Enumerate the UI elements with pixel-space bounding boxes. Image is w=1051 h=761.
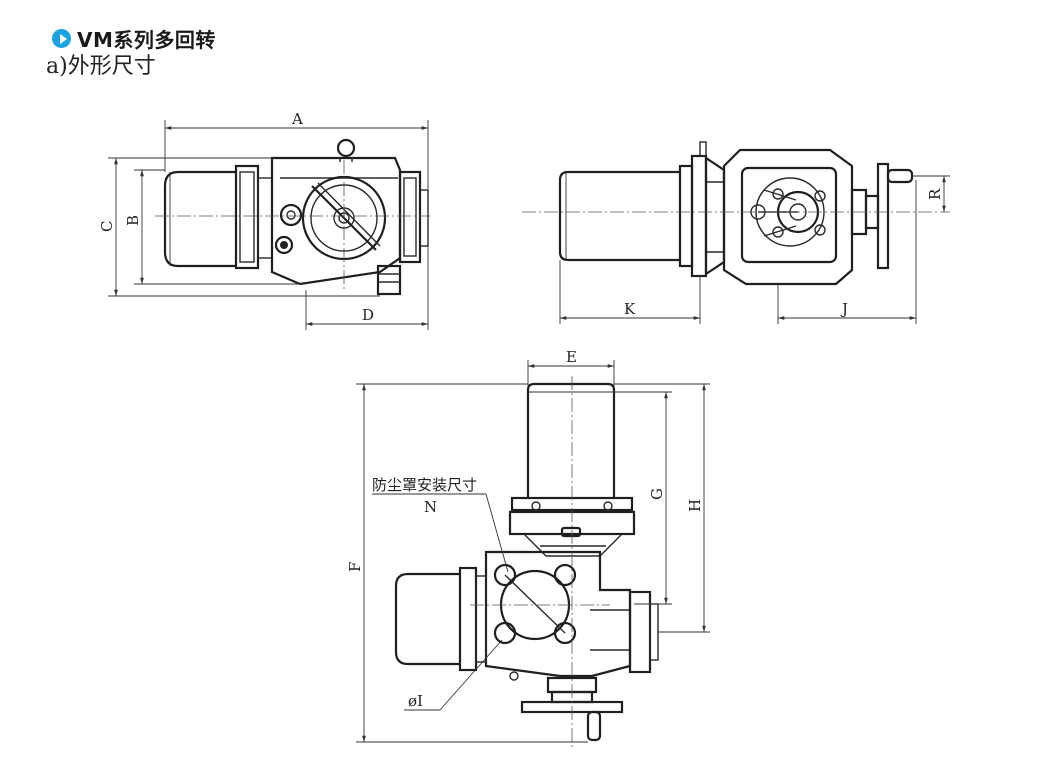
side-view — [522, 141, 950, 286]
dim-label-i: øI — [408, 692, 423, 710]
dimension-e: E — [527, 348, 615, 388]
dimension-f: F — [346, 383, 588, 743]
section-heading: VM系列多回转 — [52, 24, 216, 53]
dim-label-h: H — [686, 499, 704, 512]
dimension-d: D — [305, 246, 429, 330]
dust-cover-annotation: 防尘罩安装尺寸 N — [372, 476, 509, 573]
dimension-j: J — [777, 180, 917, 324]
dimension-b: B — [124, 169, 300, 285]
section-subtitle: a)外形尺寸 — [46, 54, 156, 79]
dimension-a: A — [164, 110, 429, 190]
dimension-g: G — [614, 391, 672, 605]
dim-label-f: F — [346, 562, 364, 572]
dust-cover-note: 防尘罩安装尺寸 — [372, 476, 477, 494]
dimension-r: R — [912, 175, 950, 212]
dimension-h: H — [614, 383, 710, 633]
dim-label-b: B — [124, 215, 142, 226]
dim-label-c: C — [98, 221, 116, 232]
dim-label-d: D — [362, 306, 374, 324]
dim-label-n: N — [424, 498, 437, 516]
top-view — [394, 376, 659, 750]
section-title: VM系列多回转 — [77, 28, 216, 52]
dimension-k: K — [559, 260, 701, 324]
dim-label-e: E — [566, 348, 577, 366]
dimension-c: C — [98, 157, 380, 297]
dim-label-a: A — [291, 110, 303, 128]
front-view — [155, 138, 430, 296]
dim-label-g: G — [648, 488, 666, 500]
dim-label-j: J — [840, 300, 848, 318]
play-bullet-icon — [52, 29, 71, 48]
dim-label-r: R — [926, 188, 944, 200]
dim-label-k: K — [624, 300, 636, 318]
diameter-i-annotation: øI — [404, 639, 503, 711]
